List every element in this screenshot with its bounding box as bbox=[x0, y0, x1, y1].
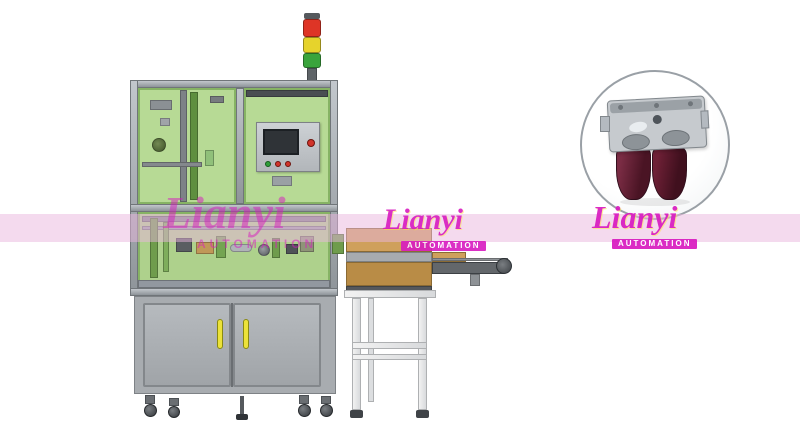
belt-cover bbox=[432, 252, 466, 262]
watermark-subtitle: AUTOMATION bbox=[612, 239, 698, 249]
tower-green-light bbox=[303, 53, 321, 68]
watermark-subtitle: AUTOMATION bbox=[401, 241, 487, 251]
fixture-bore-right bbox=[661, 129, 691, 147]
machine-cabinet bbox=[134, 296, 336, 394]
frame-top-rail bbox=[130, 80, 338, 88]
conveyor-lower-body bbox=[346, 262, 432, 286]
emergency-stop-button bbox=[307, 139, 315, 147]
hmi-screen bbox=[263, 129, 299, 155]
watermark-logo-right: Lianyi AUTOMATION bbox=[592, 199, 698, 251]
watermark-name: Lianyi bbox=[383, 203, 463, 236]
leveling-foot-center bbox=[236, 396, 248, 424]
conveyor-unit bbox=[344, 226, 514, 426]
control-panel bbox=[256, 122, 320, 172]
motor-block bbox=[150, 100, 172, 110]
fixture-plate bbox=[606, 95, 710, 153]
stand-top-plate bbox=[344, 290, 436, 298]
door-gap bbox=[231, 303, 233, 387]
caster-mid-left bbox=[166, 398, 182, 426]
belt-end-roller bbox=[496, 258, 512, 274]
stand-foot-right bbox=[416, 410, 429, 418]
panel-button-red-1 bbox=[275, 161, 281, 167]
cylinder-body bbox=[230, 244, 252, 252]
frame-left-post bbox=[130, 80, 138, 296]
fixture-side-tab-right bbox=[700, 110, 710, 129]
panel-button-red-2 bbox=[285, 161, 291, 167]
top-bracket bbox=[210, 96, 224, 103]
stand-cross-brace-lower bbox=[352, 354, 427, 360]
watermark-band bbox=[0, 214, 800, 242]
frame-bottom-rail bbox=[130, 288, 338, 296]
fixture-highlight-oval bbox=[628, 120, 648, 134]
fixture-bore-left bbox=[621, 133, 651, 151]
frame-middle-post bbox=[236, 88, 244, 204]
panel-button-green bbox=[265, 161, 271, 167]
green-carriage bbox=[205, 150, 214, 166]
product-cup-left bbox=[616, 146, 651, 200]
tower-red-light bbox=[303, 19, 321, 37]
tower-yellow-light bbox=[303, 37, 321, 53]
cabinet-left-door bbox=[143, 303, 231, 387]
watermark-logo-center: Lianyi AUTOMATION bbox=[383, 203, 487, 253]
guide-rail bbox=[142, 162, 202, 167]
conveyor-belt bbox=[432, 262, 504, 274]
caster-far-right bbox=[318, 396, 334, 426]
signal-tower bbox=[303, 13, 321, 83]
frame-mid-rail bbox=[130, 204, 338, 212]
frame-right-post bbox=[330, 80, 338, 296]
right-door-handle bbox=[243, 319, 249, 349]
stand-cross-brace-upper bbox=[352, 342, 427, 349]
cable-duct bbox=[246, 90, 328, 97]
fixture-center-hole bbox=[652, 114, 662, 125]
cam-wheel bbox=[258, 244, 270, 256]
work-shelf bbox=[138, 280, 330, 288]
pulley-wheel bbox=[152, 138, 166, 152]
product-cup-right bbox=[652, 146, 687, 200]
watermark-subtitle: AUTOMATION bbox=[197, 237, 318, 251]
watermark-logo-large: Lianyi AUTOMATION bbox=[163, 187, 318, 251]
fixture-side-tab-left bbox=[600, 116, 610, 132]
stand-leg-rear bbox=[368, 298, 374, 402]
dark-clamp bbox=[286, 244, 298, 254]
watermark-name: Lianyi bbox=[592, 199, 678, 235]
stand-foot-left bbox=[350, 410, 363, 418]
belt-bracket bbox=[470, 274, 480, 286]
cup-shadow bbox=[620, 198, 690, 206]
junction-box bbox=[272, 176, 292, 186]
conveyor-mid-band bbox=[346, 252, 432, 262]
caster-front-left bbox=[142, 395, 158, 425]
watermark-name: Lianyi bbox=[163, 187, 286, 238]
wood-fixture-block bbox=[196, 242, 214, 254]
tower-cap bbox=[304, 13, 320, 19]
caster-front-right bbox=[296, 395, 312, 425]
belt-drive-strip bbox=[190, 92, 198, 200]
slide-block bbox=[160, 118, 170, 126]
vertical-rail bbox=[180, 90, 187, 202]
left-door-handle bbox=[217, 319, 223, 349]
product-detail-callout bbox=[580, 70, 730, 220]
